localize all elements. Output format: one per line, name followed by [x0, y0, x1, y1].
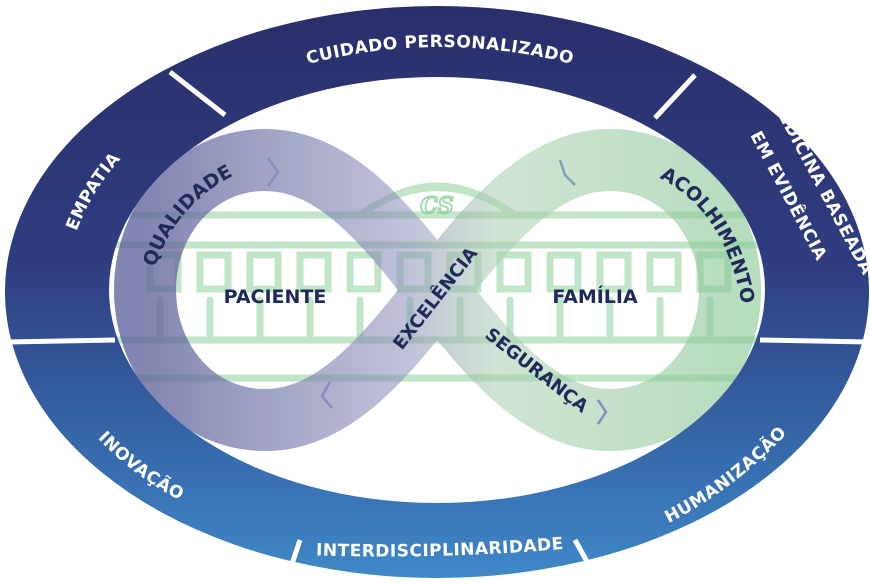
- chevron-marks: [266, 157, 608, 425]
- ring-dividers: [7, 70, 869, 585]
- building-monogram: CS: [420, 193, 453, 219]
- infinity-loop: [114, 129, 761, 451]
- center-label-familia: FAMÍLIA: [552, 285, 638, 308]
- chevron-right-icon: [596, 399, 608, 425]
- inner-area: CS: [109, 129, 765, 451]
- chevron-left-icon: [320, 381, 333, 409]
- chevron-right-icon: [266, 157, 280, 187]
- chevron-icon: [558, 159, 576, 186]
- center-label-paciente: PACIENTE: [224, 286, 327, 308]
